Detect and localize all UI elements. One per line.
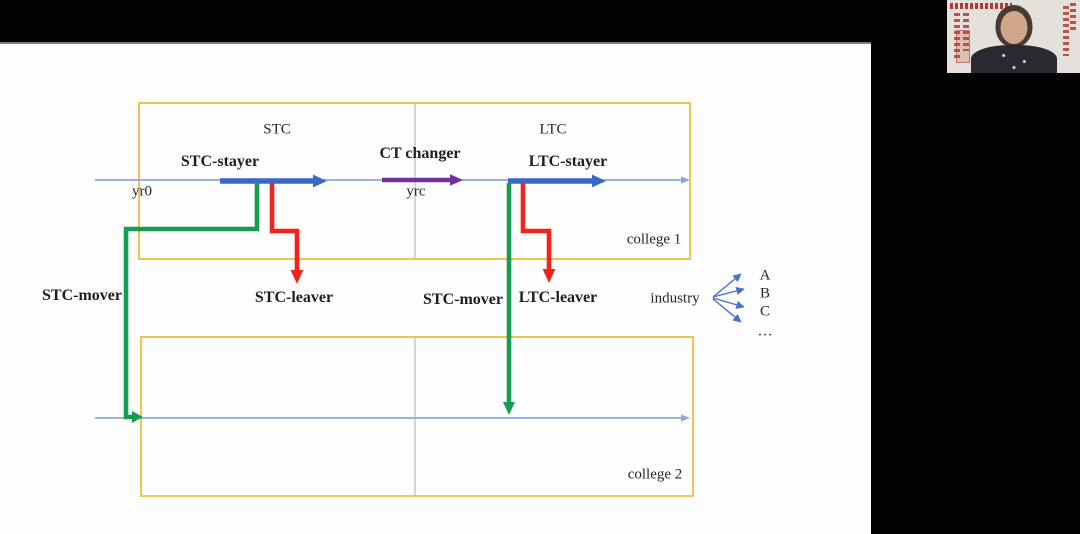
stc-mover-left-label: STC-mover — [42, 287, 122, 304]
shared-slide — [0, 42, 871, 534]
industry-target-a: A — [759, 267, 771, 284]
ltc-leaver-path — [520, 183, 552, 269]
stc-mover-right-label: STC-mover — [423, 291, 503, 308]
webcam-banner-right-2 — [1070, 3, 1076, 31]
timeline-college-1-arrowhead-icon — [681, 176, 690, 184]
stc-stayer-arrowhead-icon — [313, 174, 327, 188]
stc-leaver-arrowhead-icon — [290, 270, 304, 284]
industry-arrow-c — [712, 297, 745, 309]
stc-mover-right-arrowhead-icon — [503, 402, 515, 415]
college-2-label: college 2 — [627, 466, 683, 483]
industry-target-b: B — [759, 285, 771, 302]
college-1-box — [138, 102, 691, 260]
industry-label: industry — [650, 290, 700, 307]
stc-group-label: STC — [263, 121, 291, 138]
ltc-group-label: LTC — [539, 121, 567, 138]
ct-changer-arrowhead-icon — [450, 174, 463, 186]
ct-changer-label: CT changer — [379, 145, 461, 162]
yr0-label: yr0 — [132, 183, 152, 200]
timeline-college-2-arrowhead-icon — [681, 414, 690, 422]
ltc-leaver-arrowhead-icon — [542, 269, 556, 283]
college-1-label: college 1 — [626, 231, 682, 248]
industry-arrow-b — [712, 286, 745, 298]
webcam-banner-right-1 — [1063, 6, 1069, 56]
stc-mover-left-arrowhead-icon — [132, 411, 143, 423]
stc-mover-left-path — [123, 183, 260, 420]
presenter-video-tile[interactable] — [947, 0, 1080, 73]
stc-leaver-path — [269, 183, 300, 270]
presenter-face — [1000, 11, 1027, 44]
webcam-banner-left-2 — [963, 13, 969, 51]
webcam-banner-left-1 — [954, 13, 960, 58]
industry-arrow-more — [712, 298, 742, 323]
industry-arrow-a — [712, 273, 742, 298]
webcam-seal-icon — [956, 30, 970, 63]
ltc-stayer-label: LTC-stayer — [528, 153, 608, 170]
industry-target-more: … — [757, 323, 773, 340]
yrc-label: yrc — [406, 183, 426, 200]
webcam-banner-top — [950, 3, 1012, 9]
industry-target-c: C — [759, 303, 771, 320]
ltc-leaver-label: LTC-leaver — [518, 289, 598, 306]
stc-stayer-label: STC-stayer — [180, 153, 260, 170]
college-2-box — [140, 336, 694, 497]
stc-leaver-label: STC-leaver — [254, 289, 334, 306]
presenter-shoulders — [970, 45, 1057, 73]
ltc-stayer-arrowhead-icon — [592, 174, 606, 188]
